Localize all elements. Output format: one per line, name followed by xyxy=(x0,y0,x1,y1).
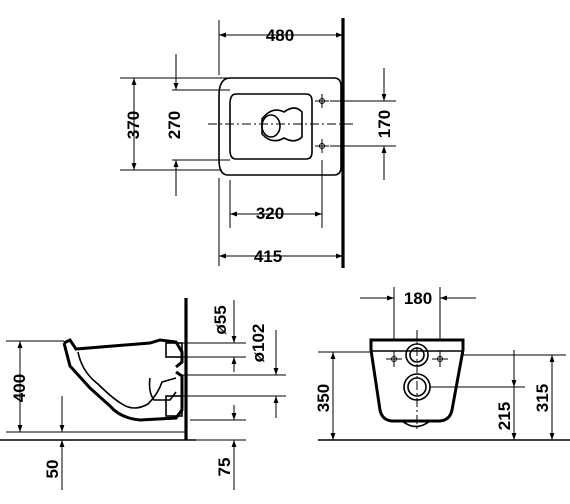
top-view-bowl-inner xyxy=(229,93,313,160)
front-view: 180 350 215 315 xyxy=(314,287,570,441)
dim-label-o55: ø55 xyxy=(211,305,230,334)
fixing-mark-icon xyxy=(432,351,448,367)
dim-label-370: 370 xyxy=(124,111,143,139)
fixing-mark-icon xyxy=(315,94,329,108)
side-view-outlet xyxy=(165,395,183,417)
dim-label-400: 400 xyxy=(10,374,29,402)
side-view-trap xyxy=(148,377,177,401)
side-view-inlet xyxy=(165,342,183,358)
front-view-bowl-outline xyxy=(369,338,465,423)
side-view-bowl-outline xyxy=(62,338,184,422)
top-view: 480 370 270 170 320 415 xyxy=(120,18,396,268)
dim-label-315: 315 xyxy=(533,384,552,412)
dim-label-75: 75 xyxy=(215,458,234,477)
top-view-outlet xyxy=(261,114,281,138)
top-view-flush-hole xyxy=(261,107,303,142)
fixing-mark-icon xyxy=(386,351,402,367)
dim-label-270: 270 xyxy=(165,111,184,139)
dim-label-320: 320 xyxy=(256,204,284,223)
side-view: 400 50 ø55 ø102 75 xyxy=(0,298,286,490)
front-view-base xyxy=(401,420,431,428)
dim-label-o102: ø102 xyxy=(249,324,268,363)
dim-label-170: 170 xyxy=(375,110,394,138)
dim-label-480: 480 xyxy=(266,26,294,45)
top-view-bowl-outline xyxy=(218,77,342,176)
dim-label-50: 50 xyxy=(43,460,62,479)
dim-label-415: 415 xyxy=(254,247,282,266)
dim-label-215: 215 xyxy=(495,402,514,430)
side-view-bowl-inner xyxy=(77,351,177,409)
dim-label-350: 350 xyxy=(314,384,333,412)
dim-label-180: 180 xyxy=(404,289,432,308)
fixing-mark-icon xyxy=(315,139,329,153)
